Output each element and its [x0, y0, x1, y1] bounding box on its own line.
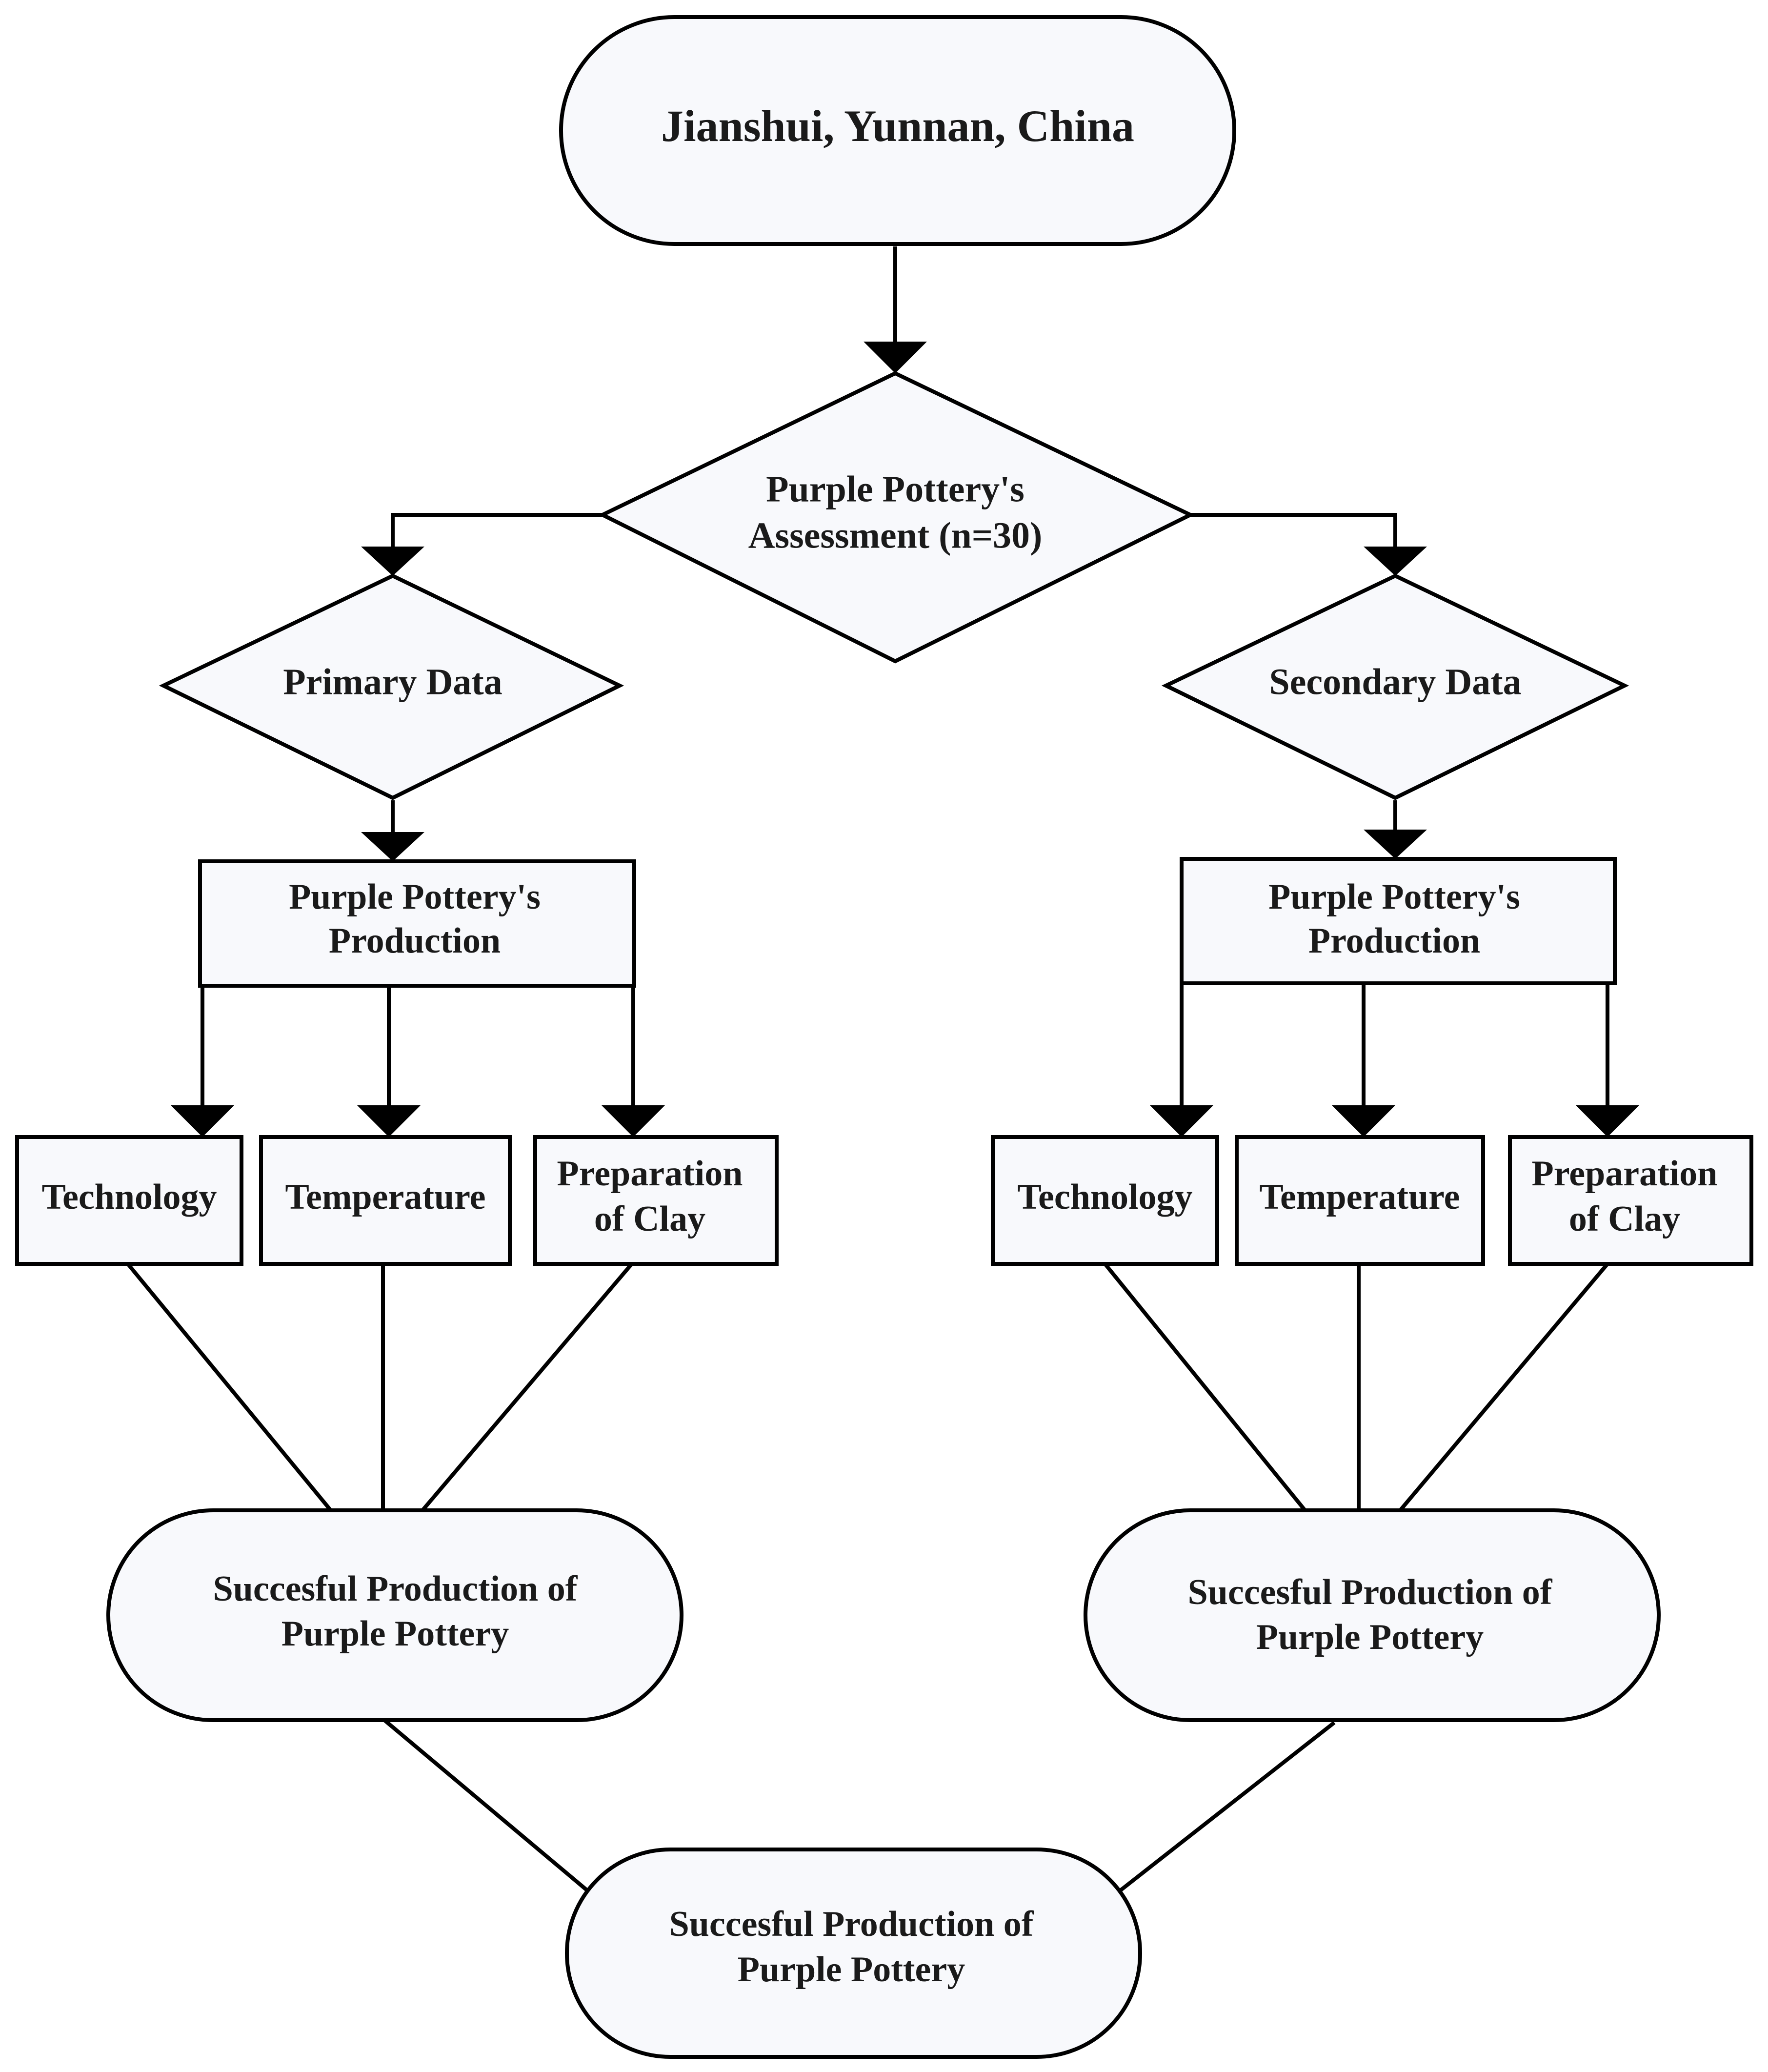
- primary-data-decision: Primary Data: [159, 573, 624, 800]
- left-result-label-line2: Purple Pottery: [281, 1614, 509, 1654]
- secondary-data-label: Secondary Data: [1269, 661, 1521, 702]
- right-temperature-label: Temperature: [1259, 1177, 1460, 1217]
- left-clay-label-line2: of Clay: [594, 1199, 705, 1239]
- line-right-technology-to-result: [1103, 1262, 1307, 1512]
- arrowhead-assessment-to-secondary: [1364, 547, 1427, 576]
- assessment-decision: Purple Pottery's Assessment (n=30): [598, 371, 1195, 664]
- right-result-label-line2: Purple Pottery: [1256, 1617, 1484, 1657]
- arrowhead-right-clay: [1576, 1105, 1639, 1137]
- assessment-label-line2: Assessment (n=30): [748, 515, 1043, 556]
- line-left-technology-to-result: [126, 1262, 333, 1512]
- arrowhead-secondary-to-production: [1364, 830, 1427, 859]
- line-right-clay-to-result: [1398, 1262, 1609, 1512]
- arrowhead-right-temperature: [1332, 1105, 1395, 1137]
- left-production-label-line2: Production: [329, 921, 501, 961]
- left-result-node: Succesful Production of Purple Pottery: [106, 1508, 683, 1722]
- final-result-node: Succesful Production of Purple Pottery: [565, 1848, 1142, 2059]
- left-production-label-line1: Purple Pottery's: [289, 877, 541, 917]
- assessment-label-line1: Purple Pottery's: [766, 468, 1025, 509]
- final-result-label-line1: Succesful Production of: [669, 1904, 1034, 1944]
- right-production-label-line2: Production: [1308, 921, 1480, 961]
- right-result-label-line1: Succesful Production of: [1188, 1572, 1553, 1612]
- arrowhead-left-technology: [171, 1105, 234, 1137]
- right-result-node: Succesful Production of Purple Pottery: [1084, 1508, 1661, 1722]
- line-right-result-to-final: [1118, 1721, 1336, 1893]
- left-clay-box: Preparation of Clay: [533, 1135, 779, 1266]
- title-label: Jianshui, Yunnan, China: [661, 101, 1134, 151]
- connector-assessment-to-primary: [391, 513, 603, 547]
- connector-assessment-to-secondary: [1190, 513, 1397, 547]
- right-production-label-line1: Purple Pottery's: [1268, 877, 1520, 917]
- connectors: [126, 246, 1639, 1893]
- right-clay-label-line1: Preparation: [1532, 1154, 1718, 1194]
- primary-data-label: Primary Data: [283, 661, 502, 702]
- arrowhead-left-temperature: [357, 1105, 421, 1137]
- right-clay-label-line2: of Clay: [1569, 1199, 1680, 1239]
- left-clay-label-line1: Preparation: [557, 1154, 743, 1194]
- left-temperature-box: Temperature: [259, 1135, 512, 1266]
- arrowhead-right-technology: [1150, 1105, 1213, 1137]
- right-technology-box: Technology: [991, 1135, 1219, 1266]
- right-production-box: Purple Pottery's Production: [1180, 857, 1617, 985]
- final-result-label-line2: Purple Pottery: [738, 1950, 965, 1990]
- left-temperature-label: Temperature: [285, 1177, 485, 1217]
- left-result-label-line1: Succesful Production of: [213, 1569, 578, 1609]
- line-left-result-to-final: [383, 1718, 589, 1893]
- line-left-clay-to-result: [421, 1262, 634, 1512]
- right-clay-box: Preparation of Clay: [1508, 1135, 1753, 1266]
- left-technology-box: Technology: [15, 1135, 243, 1266]
- left-technology-label: Technology: [41, 1177, 217, 1217]
- arrowhead-primary-to-production: [361, 832, 424, 861]
- arrowhead-assessment-to-primary: [361, 547, 424, 576]
- right-technology-label: Technology: [1017, 1177, 1192, 1217]
- title-node: Jianshui, Yunnan, China: [559, 15, 1236, 246]
- arrowhead-left-clay: [602, 1105, 665, 1137]
- arrowhead-title-to-assessment: [864, 342, 927, 373]
- secondary-data-decision: Secondary Data: [1161, 573, 1629, 800]
- left-production-box: Purple Pottery's Production: [198, 859, 636, 988]
- right-temperature-box: Temperature: [1235, 1135, 1485, 1266]
